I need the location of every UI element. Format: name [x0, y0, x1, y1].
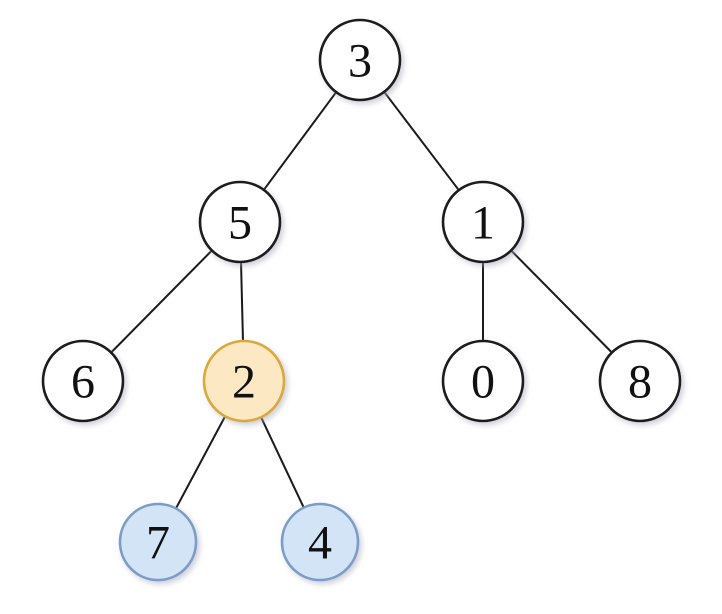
tree-node-1[interactable]: 1	[441, 180, 525, 264]
tree-edge-3-5	[262, 90, 338, 192]
nodes-layer: 3 5 1 6 2 0 8 7 4	[41, 18, 682, 582]
node-label-3: 3	[348, 35, 372, 88]
tree-edge-2-7	[174, 414, 227, 511]
tree-edge-1-8	[509, 248, 614, 355]
node-circle-2[interactable]	[202, 339, 286, 423]
node-circle-0[interactable]	[441, 339, 525, 423]
tree-node-5[interactable]: 5	[198, 180, 282, 264]
node-circle-6[interactable]	[41, 339, 125, 423]
node-label-2: 2	[232, 356, 256, 409]
node-label-6: 6	[71, 356, 95, 409]
node-label-1: 1	[471, 197, 495, 250]
tree-edge-5-6	[109, 248, 214, 355]
tree-node-8[interactable]: 8	[598, 339, 682, 423]
node-label-4: 4	[308, 517, 332, 570]
tree-node-6[interactable]: 6	[41, 339, 125, 423]
node-circle-7[interactable]	[118, 502, 198, 582]
node-label-5: 5	[228, 197, 252, 250]
node-circle-3[interactable]	[318, 18, 402, 102]
node-label-0: 0	[471, 356, 495, 409]
edges-layer	[109, 90, 614, 511]
tree-node-2[interactable]: 2	[202, 339, 286, 423]
node-label-8: 8	[628, 356, 652, 409]
tree-edge-2-4	[259, 415, 306, 510]
tree-node-3[interactable]: 3	[318, 18, 402, 102]
tree-node-7[interactable]: 7	[118, 502, 198, 582]
tree-node-0[interactable]: 0	[441, 339, 525, 423]
node-circle-8[interactable]	[598, 339, 682, 423]
node-circle-1[interactable]	[441, 180, 525, 264]
tree-node-4[interactable]: 4	[280, 502, 360, 582]
tree-edge-3-1	[382, 90, 461, 192]
node-circle-5[interactable]	[198, 180, 282, 264]
node-label-7: 7	[146, 517, 170, 570]
node-circle-4[interactable]	[280, 502, 360, 582]
tree-edge-5-2	[239, 259, 245, 344]
